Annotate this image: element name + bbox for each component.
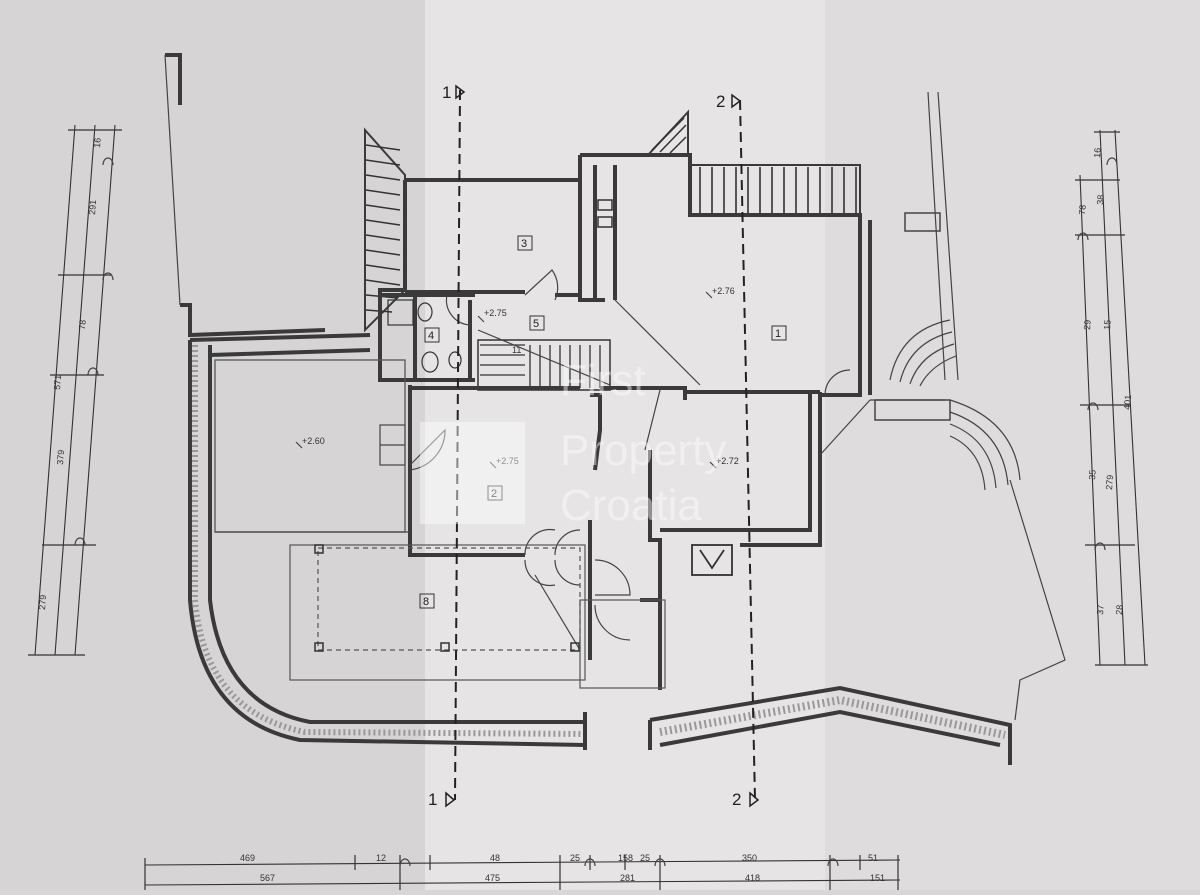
room-label-1: 1 xyxy=(775,328,781,340)
room-labels: 1 2 3 4 5 8 xyxy=(419,235,787,609)
dim-left-4: 279 xyxy=(37,594,48,610)
dim-bottom-row2-2: 281 xyxy=(620,873,635,883)
level-room-2: +2.75 xyxy=(496,456,519,466)
dim-bottom-row2-0: 567 xyxy=(260,873,275,883)
level-room-1: +2.76 xyxy=(712,286,735,296)
level-terrace: +2.60 xyxy=(302,436,325,446)
dim-bottom-row2-1: 475 xyxy=(485,873,500,883)
dimension-chain-right: 16 38 78 29 15 401 35 279 37 28 xyxy=(1075,129,1148,666)
dim-left-1: 291 xyxy=(87,199,98,215)
dim-bottom-7: 51 xyxy=(868,853,878,863)
section-axis-2: 2 2 xyxy=(716,92,760,809)
stair-step-label: 11 xyxy=(512,345,521,355)
terrace-curved-wall xyxy=(188,333,586,747)
room-label-3: 3 xyxy=(521,238,527,250)
dim-bottom-0: 469 xyxy=(240,853,255,863)
dim-right-5: 401 xyxy=(1122,394,1133,410)
dim-right-6: 35 xyxy=(1087,469,1098,480)
dim-bottom-2: 48 xyxy=(490,853,500,863)
dim-right-8: 37 xyxy=(1095,604,1106,615)
paper-fold-right xyxy=(825,0,1200,890)
watermark-line-2: Property xyxy=(560,426,726,475)
level-markers: +2.76 +2.75 +2.75 +2.72 +2.60 11 xyxy=(295,286,739,469)
room-label-4: 4 xyxy=(428,330,434,342)
dim-left-3: 571 xyxy=(52,374,63,390)
dim-left-5: 379 xyxy=(55,449,66,465)
watermark-line-3: Croatia xyxy=(560,481,702,530)
dim-bottom-1: 12 xyxy=(376,853,386,863)
watermark: First Property Croatia xyxy=(420,356,726,530)
level-room-5: +2.75 xyxy=(484,308,507,318)
section-axis-1: 1 1 xyxy=(428,83,466,809)
dimension-chain-bottom: 469 12 48 25 158 25 350 51 567 475 281 4… xyxy=(144,853,901,890)
dim-left-0: 16 xyxy=(92,137,103,148)
dim-bottom-4: 158 xyxy=(618,853,633,863)
section-marker-bottom-1: 1 xyxy=(428,790,437,809)
dim-right-2: 78 xyxy=(1077,204,1088,215)
room-label-5: 5 xyxy=(533,318,539,330)
dim-right-7: 279 xyxy=(1104,474,1115,490)
site-boundary-right xyxy=(927,91,1066,721)
section-marker-top-1: 1 xyxy=(442,83,451,102)
watermark-line-1: First xyxy=(560,356,646,405)
building-walls xyxy=(378,153,945,690)
room-label-8: 8 xyxy=(423,596,429,608)
dim-bottom-6: 350 xyxy=(742,853,757,863)
exterior-stair-left xyxy=(364,127,406,333)
dim-bottom-row2-3: 418 xyxy=(745,873,760,883)
dim-bottom-3: 25 xyxy=(570,853,580,863)
dim-right-9: 28 xyxy=(1114,604,1125,615)
dim-right-0: 16 xyxy=(1092,147,1103,158)
dim-left-2: 78 xyxy=(77,319,88,330)
dim-right-3: 29 xyxy=(1082,319,1093,330)
level-dining: +2.72 xyxy=(716,456,739,466)
room-label-2: 2 xyxy=(491,488,497,500)
section-marker-bottom-2: 2 xyxy=(732,790,741,809)
dim-right-1: 38 xyxy=(1095,194,1106,205)
section-marker-top-2: 2 xyxy=(716,92,725,111)
pergola-outline xyxy=(214,359,666,689)
site-boundary-left xyxy=(164,53,326,338)
terrace-lower-right xyxy=(583,685,1012,765)
dimension-chain-left: 16 291 78 571 279 379 xyxy=(28,124,122,656)
dim-right-4: 15 xyxy=(1102,319,1113,330)
dim-bottom-5: 25 xyxy=(640,853,650,863)
dim-bottom-row2-4: 151 xyxy=(870,873,885,883)
